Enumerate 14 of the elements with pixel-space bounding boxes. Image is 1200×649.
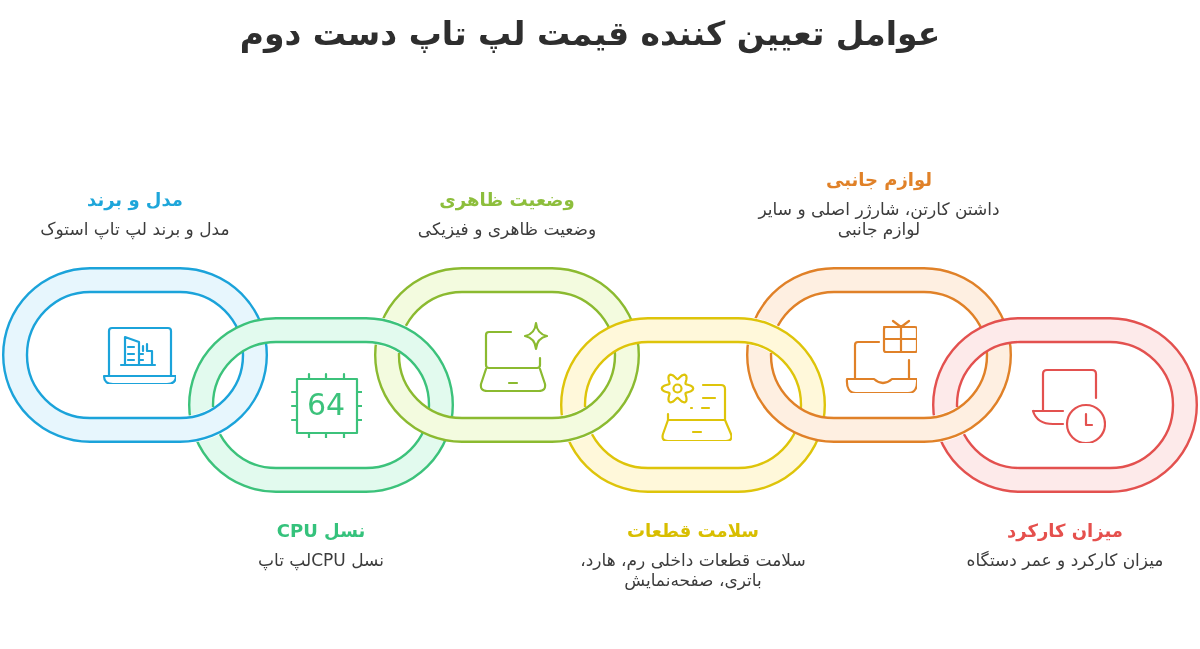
- description: مدل و برند لپ تاپ استوک: [40, 219, 230, 239]
- chip-number: 64: [306, 388, 346, 422]
- description: نسل CPUلپ تاپ: [258, 550, 384, 570]
- description: وضعیت ظاهری و فیزیکی: [417, 219, 597, 239]
- heading: مدل و برند: [87, 188, 183, 212]
- heading: میزان کارکرد: [1007, 519, 1123, 543]
- heading: سلامت قطعات: [626, 519, 760, 543]
- heading: وضعیت ظاهری: [439, 188, 575, 212]
- description: میزان کارکرد و عمر دستگاه: [966, 550, 1164, 570]
- description: داشتن کارتن، شارژر اصلی و سایر لوازم جانبی: [756, 199, 1001, 239]
- title: عوامل تعیین کننده قیمت لپ تاپ دست دوم: [239, 14, 941, 53]
- heading: نسل CPU: [276, 519, 366, 543]
- heading: لوازم جانبی: [825, 168, 933, 192]
- description: سلامت قطعات داخلی رم، هارد، باتری، صفحه‌نمایش: [579, 550, 807, 590]
